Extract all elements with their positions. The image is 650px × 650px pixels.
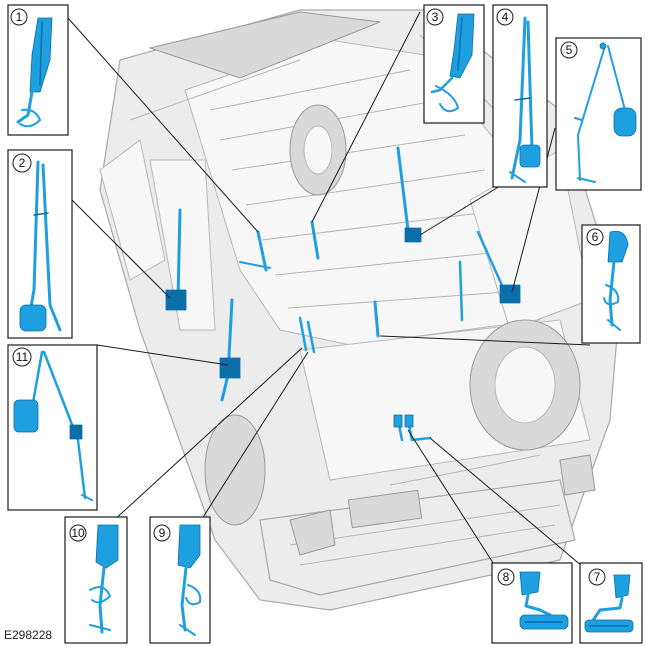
inset-10: 11 [7,344,98,511]
callout-2-label: 3 [432,10,439,24]
inset-9: 10 [64,516,128,644]
figure-code: E298228 [4,628,53,642]
callout-7-marker [497,568,515,586]
inset-5: 6 [581,224,641,344]
callout-7-label: 8 [503,570,510,584]
callout-10-label: 11 [16,350,29,364]
inset-3: 4 [492,4,548,188]
inset-6: 7 [579,562,643,644]
callout-8-label: 9 [159,526,166,540]
callout-5-label: 6 [592,230,599,244]
callout-1-label: 1 [16,10,23,24]
callout-3-marker [496,8,514,26]
vehicle-belts [165,146,521,442]
callout-1-marker [10,8,28,26]
callout-5-marker [586,228,604,246]
inset-8: 9 [149,516,211,644]
callout-3-label: 4 [502,10,509,24]
callout-4-label: 5 [566,43,573,57]
callout-6-label: 7 [594,570,601,584]
callout-4-marker [560,41,578,59]
callout-6-marker [588,568,606,586]
callout-9-marker [69,524,87,542]
inset-2: 3 [423,4,485,124]
callout-11-label: 2 [19,156,26,170]
vehicle-outline [99,9,621,611]
leader-lines [67,11,591,567]
callout-2-marker [426,8,444,26]
callout-10-marker [12,347,32,367]
inset-7: 8 [491,562,573,644]
callout-11-marker [12,153,32,173]
callout-8-marker [153,524,171,542]
callout-9-label: 10 [71,526,85,540]
inset-1: 1 [7,4,69,136]
inset-11: 2 [7,149,73,339]
inset-4: 5 [555,37,642,191]
